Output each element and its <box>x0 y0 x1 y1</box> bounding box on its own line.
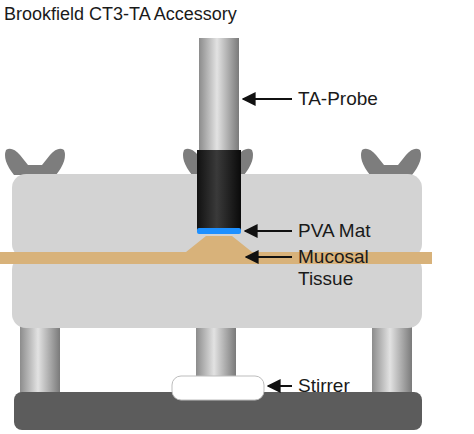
probe-rod <box>199 38 239 154</box>
part-label: TA-Probe <box>298 88 378 110</box>
support-pillar <box>196 322 236 382</box>
part-label: PVA Mat <box>298 220 371 242</box>
part-label: Stirrer <box>298 375 350 397</box>
leader-arrow <box>245 230 292 232</box>
leader-arrow <box>243 98 292 100</box>
probe-body <box>197 150 241 230</box>
part-label: Mucosal Tissue <box>298 246 418 290</box>
support-pillar <box>20 322 60 400</box>
stirrer-bar <box>172 376 264 400</box>
pva-mat <box>197 228 241 234</box>
leader-arrow <box>246 256 292 258</box>
figure-title: Brookfield CT3-TA Accessory <box>4 3 237 25</box>
leader-arrow <box>268 385 292 387</box>
support-pillar <box>372 322 412 400</box>
